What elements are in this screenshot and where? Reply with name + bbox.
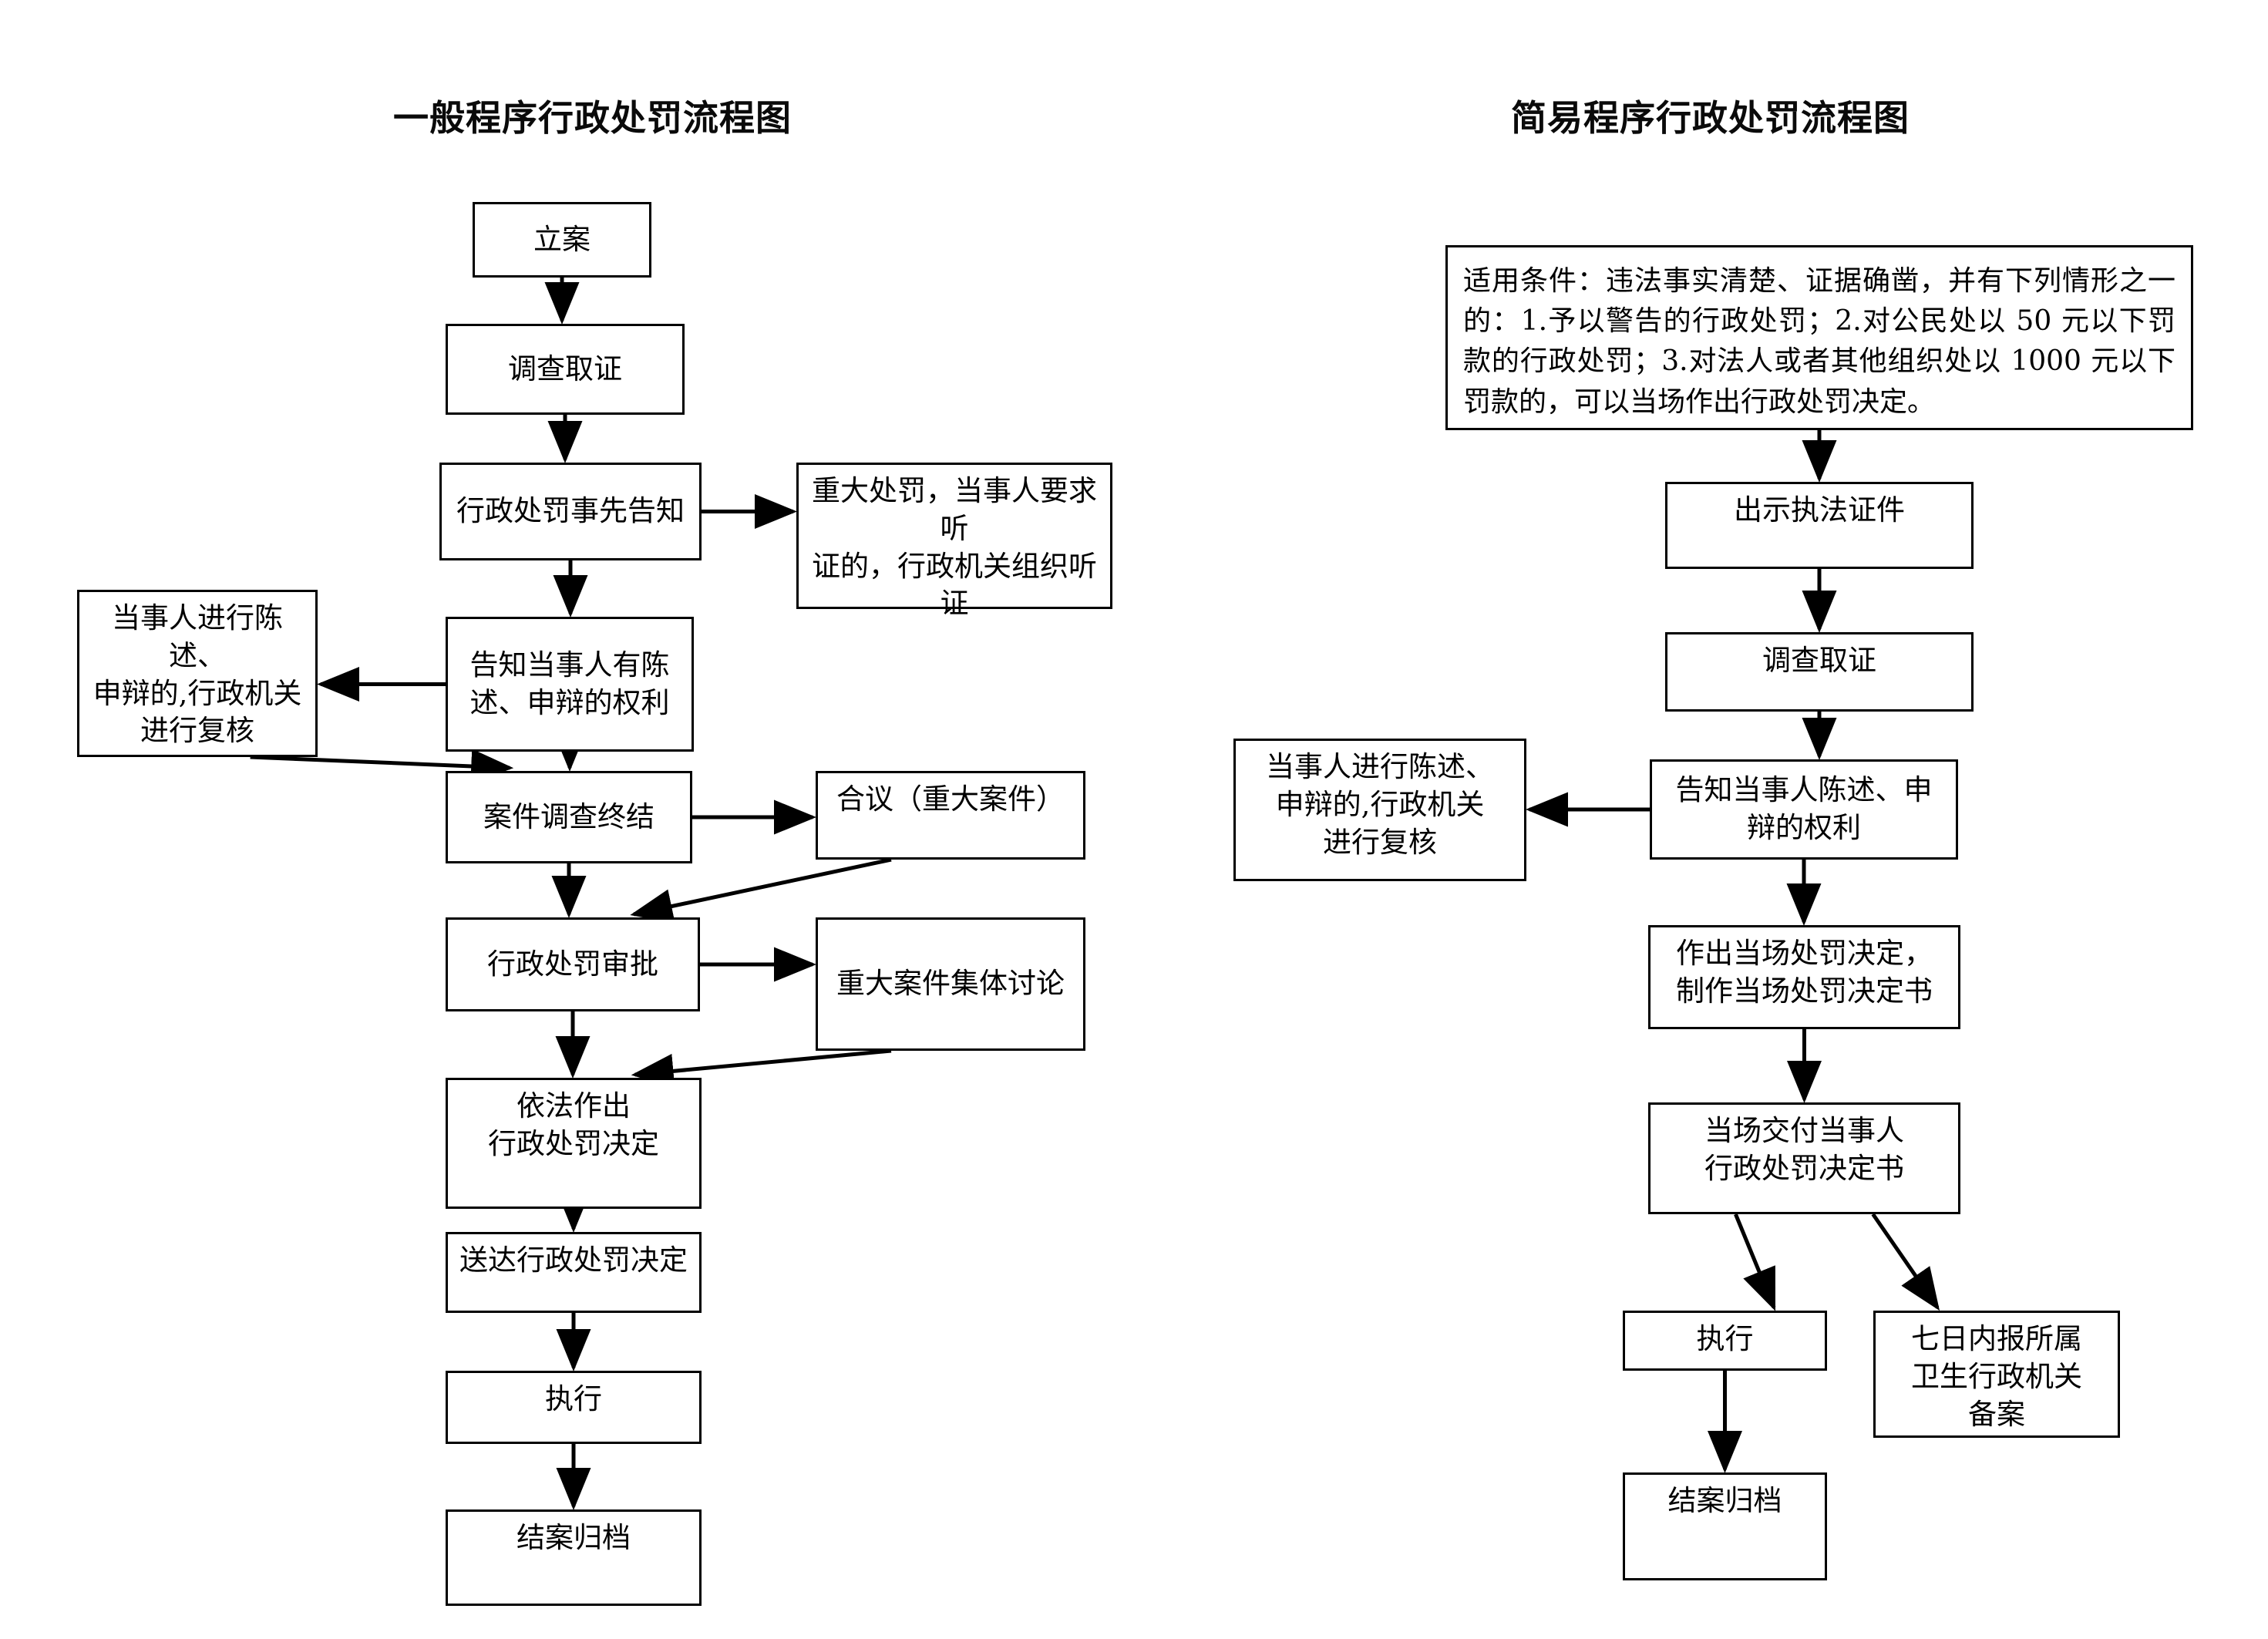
node-label: 适用条件：违法事实清楚、证据确凿，并有下列情形之一的：1.予以警告的行政处罚；2… [1463,265,2175,418]
node-simple-conditions[interactable]: 适用条件：违法事实清楚、证据确凿，并有下列情形之一的：1.予以警告的行政处罚；2… [1445,245,2193,430]
node-general-li-an[interactable]: 立案 [473,202,651,278]
node-simple-qiri-beian[interactable]: 七日内报所属 卫生行政机关 备案 [1873,1311,2120,1438]
node-label: 七日内报所属 卫生行政机关 备案 [1911,1322,2082,1431]
node-general-chenshu-shenbian[interactable]: 当事人进行陈述、 申辩的,行政机关 进行复核 [77,590,318,757]
node-label: 告知当事人有陈 述、申辩的权利 [469,648,670,719]
node-label: 当事人进行陈述、 申辩的,行政机关 进行复核 [93,601,302,748]
node-label: 作出当场处罚决定， 制作当场处罚决定书 [1676,937,1933,1008]
node-label: 行政处罚事先告知 [456,494,685,528]
node-simple-jiaofu-jueding-shu[interactable]: 当场交付当事人 行政处罚决定书 [1648,1102,1960,1214]
node-label: 执行 [1696,1322,1754,1355]
node-label: 当场交付当事人 行政处罚决定书 [1704,1114,1904,1185]
node-label: 执行 [545,1382,602,1415]
node-label: 当事人进行陈述、 申辩的,行政机关 进行复核 [1266,750,1494,859]
node-label: 行政处罚审批 [487,947,658,981]
node-simple-gaozhi-quanli[interactable]: 告知当事人陈述、申 辩的权利 [1650,759,1958,860]
node-label: 重大处罚，当事人要求听 证的，行政机关组织听证 [812,474,1097,621]
node-label: 调查取证 [508,352,622,385]
node-label: 出示执法证件 [1734,493,1905,527]
node-label: 依法作出 行政处罚决定 [488,1089,659,1160]
node-general-jiti-taolun[interactable]: 重大案件集体讨论 [816,917,1085,1051]
node-general-diaocha-quzheng[interactable]: 调查取证 [446,324,685,415]
node-label: 立案 [533,222,591,256]
node-general-shixian-gaozhi[interactable]: 行政处罚事先告知 [439,463,702,560]
chart-title-simple: 简易程序行政处罚流程图 [1511,97,1910,139]
node-label: 结案归档 [1667,1484,1782,1517]
node-general-gaozhi-quanli[interactable]: 告知当事人有陈 述、申辩的权利 [446,617,694,752]
node-general-shenpi[interactable]: 行政处罚审批 [446,917,700,1011]
node-label: 送达行政处罚决定 [459,1244,688,1277]
node-label: 结案归档 [517,1521,631,1554]
node-label: 合议（重大案件） [836,782,1065,816]
node-general-songda[interactable]: 送达行政处罚决定 [446,1232,702,1313]
node-label: 告知当事人陈述、申 辩的权利 [1675,773,1933,844]
node-label: 案件调查终结 [483,799,654,833]
node-simple-diaocha-quzheng[interactable]: 调查取证 [1665,632,1974,712]
node-general-heyi[interactable]: 合议（重大案件） [816,771,1085,860]
node-general-diaocha-zhongjie[interactable]: 案件调查终结 [446,771,692,863]
node-simple-jiean-guidang[interactable]: 结案归档 [1623,1472,1827,1580]
node-simple-chenshu-shenbian[interactable]: 当事人进行陈述、 申辩的,行政机关 进行复核 [1233,739,1526,881]
node-general-jiean-guidang[interactable]: 结案归档 [446,1509,702,1606]
node-label: 重大案件集体讨论 [836,967,1065,1001]
node-label: 调查取证 [1762,644,1876,677]
node-general-zhixing[interactable]: 执行 [446,1371,702,1444]
node-simple-chushi-zhengjian[interactable]: 出示执法证件 [1665,482,1974,569]
node-general-yifa-zuochu[interactable]: 依法作出 行政处罚决定 [446,1078,702,1209]
node-simple-dangchang-jueding[interactable]: 作出当场处罚决定， 制作当场处罚决定书 [1648,925,1960,1029]
chart-title-general: 一般程序行政处罚流程图 [393,97,792,139]
node-simple-zhixing[interactable]: 执行 [1623,1311,1827,1371]
node-general-tingzheng[interactable]: 重大处罚，当事人要求听 证的，行政机关组织听证 [796,463,1112,620]
